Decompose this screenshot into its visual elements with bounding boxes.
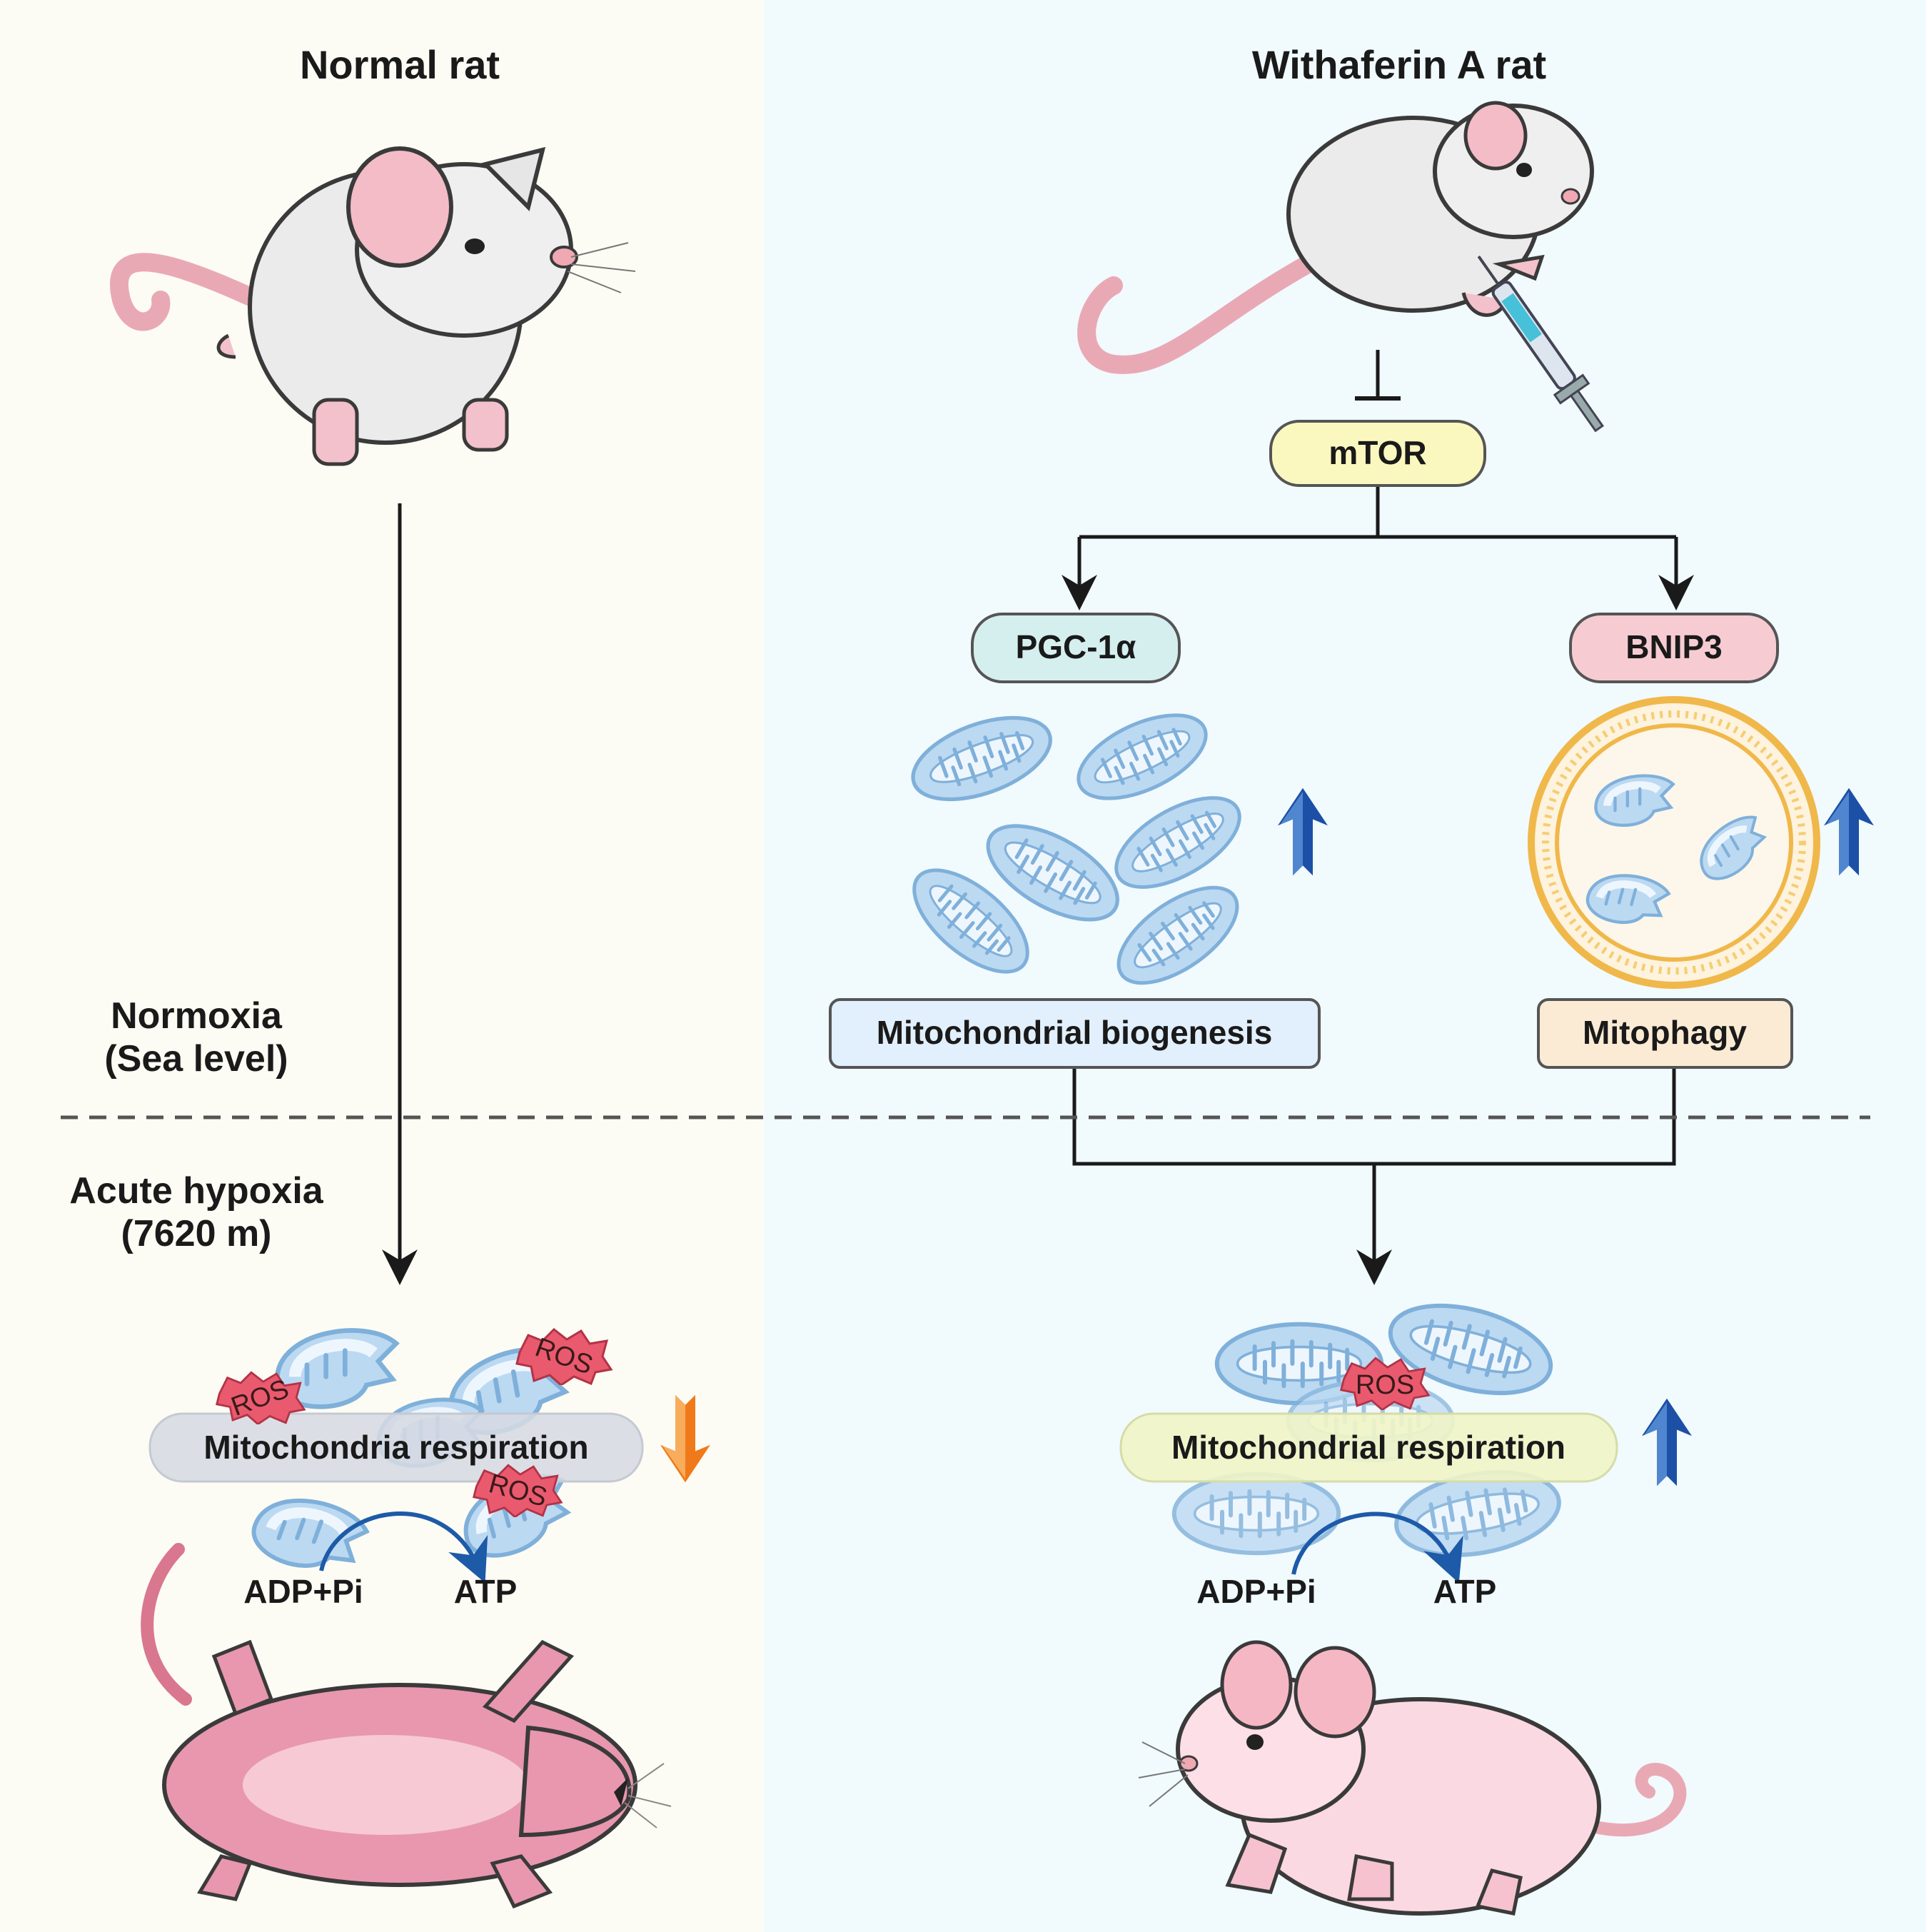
pgc-label: PGC-1α — [1016, 628, 1136, 665]
healthy-rat-illustration — [1138, 1640, 1687, 1916]
biogenesis-box — [829, 998, 1321, 1069]
right-adp-label: ADP+Pi — [1196, 1573, 1316, 1610]
left-panel-title: Normal rat — [300, 42, 500, 87]
biogenesis-label: Mitochondrial biogenesis — [877, 1014, 1273, 1051]
mtor-label: mTOR — [1328, 434, 1426, 471]
altitude-label: (7620 m) — [121, 1213, 272, 1254]
syringe-icon — [1477, 255, 1604, 433]
mtor-branch-line — [1079, 487, 1676, 539]
right-atp-label: ATP — [1433, 1573, 1497, 1610]
normoxia-label: Normoxia — [111, 995, 283, 1037]
right-respiration-box — [1119, 1412, 1618, 1483]
sea-level-label: (Sea level) — [104, 1038, 288, 1080]
autophagosome — [1528, 696, 1820, 989]
atp-synthesis-arrow — [319, 1511, 488, 1583]
pgc-box — [971, 613, 1181, 683]
right-respiration-label: Mitochondrial respiration — [1171, 1429, 1565, 1466]
withaferin-rat-illustration — [1077, 101, 1604, 433]
right-panel-title: Withaferin A rat — [1252, 42, 1546, 87]
normal-rat-illustration — [109, 146, 636, 466]
bnip3-box — [1569, 613, 1779, 683]
ros-badge: ROS — [473, 1464, 563, 1517]
mitophagy-label: Mitophagy — [1583, 1014, 1747, 1051]
ros-label: ROS — [1356, 1370, 1414, 1400]
atp-synthesis-arrow — [1291, 1511, 1463, 1584]
left-respiration-box — [148, 1412, 644, 1483]
mitophagy-box — [1537, 998, 1793, 1069]
bnip3-label: BNIP3 — [1625, 628, 1722, 665]
acute-hypoxia-label: Acute hypoxia — [69, 1170, 323, 1212]
ros-badge: ROS — [515, 1328, 612, 1385]
ros-badge: ROS — [216, 1371, 306, 1424]
ros-badge: ROS — [1340, 1357, 1430, 1410]
collapsed-rat-illustration — [141, 1543, 672, 1909]
left-adp-label: ADP+Pi — [243, 1573, 363, 1610]
mtor-box — [1269, 420, 1486, 487]
left-respiration-label: Mitochondria respiration — [203, 1429, 588, 1466]
left-atp-label: ATP — [454, 1573, 518, 1610]
